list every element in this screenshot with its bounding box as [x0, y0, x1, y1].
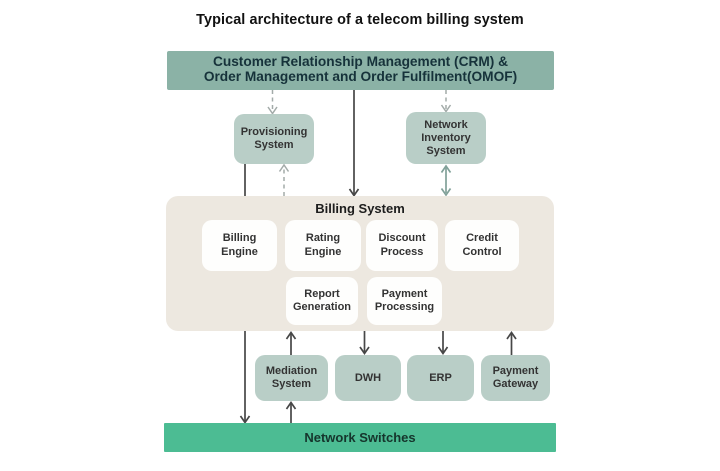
- arrowhead-up-inventory: [440, 164, 452, 173]
- network-inventory-label: Network Inventory System: [421, 118, 471, 157]
- node-report-generation: Report Generation: [286, 277, 358, 325]
- node-discount-process: Discount Process: [366, 220, 438, 271]
- node-network-inventory-system: Network Inventory System: [406, 112, 486, 164]
- arrowhead-down-provisioning: [267, 106, 278, 115]
- crm-line-1: Customer Relationship Management (CRM) &: [212, 53, 509, 69]
- node-crm-omof: Customer Relationship Management (CRM) &…: [167, 51, 554, 90]
- rating-engine-label: Rating Engine: [304, 232, 342, 258]
- node-payment-gateway: Payment Gateway: [481, 355, 550, 401]
- arrowhead-down-dwh: [359, 346, 370, 355]
- dwh-label: DWH: [354, 371, 382, 384]
- node-provisioning-system: Provisioning System: [234, 114, 314, 164]
- mediation-label: Mediation System: [265, 365, 318, 390]
- node-dwh: DWH: [335, 355, 401, 401]
- crm-line-2: Order Management and Order Fulfilment(OM…: [203, 68, 518, 84]
- arrowhead-down-inventory: [440, 104, 452, 113]
- node-network-switches: Network Switches: [164, 423, 556, 452]
- arrowhead-up-provisioning: [278, 163, 290, 172]
- arrowhead-down-erp: [437, 346, 449, 355]
- arrowhead-down-billing-top: [440, 188, 452, 197]
- provisioning-label: Provisioning System: [240, 126, 308, 151]
- node-billing-engine: Billing Engine: [202, 220, 277, 271]
- node-mediation-system: Mediation System: [255, 355, 328, 401]
- arrowhead-up-billing-mediation: [285, 331, 297, 340]
- billing-system-label: Billing System: [315, 201, 405, 216]
- arrowhead-down-billing: [348, 188, 360, 197]
- report-generation-label: Report Generation: [292, 287, 352, 314]
- payment-gateway-label: Payment Gateway: [492, 365, 539, 390]
- node-rating-engine: Rating Engine: [285, 220, 361, 271]
- diagram-title: Typical architecture of a telecom billin…: [196, 12, 524, 28]
- node-credit-control: Credit Control: [445, 220, 519, 271]
- arrowhead-up-mediation: [285, 401, 297, 410]
- network-switches-label: Network Switches: [304, 430, 416, 445]
- node-erp: ERP: [407, 355, 474, 401]
- arrowhead-up-billing-gateway: [506, 331, 517, 340]
- arrowhead-down-switches: [239, 415, 251, 424]
- credit-control-label: Credit Control: [462, 232, 502, 258]
- discount-process-label: Discount Process: [378, 232, 426, 258]
- node-payment-processing: Payment Processing: [367, 277, 442, 325]
- payment-processing-label: Payment Processing: [374, 287, 435, 314]
- erp-label: ERP: [429, 371, 452, 384]
- billing-engine-label: Billing Engine: [221, 232, 258, 258]
